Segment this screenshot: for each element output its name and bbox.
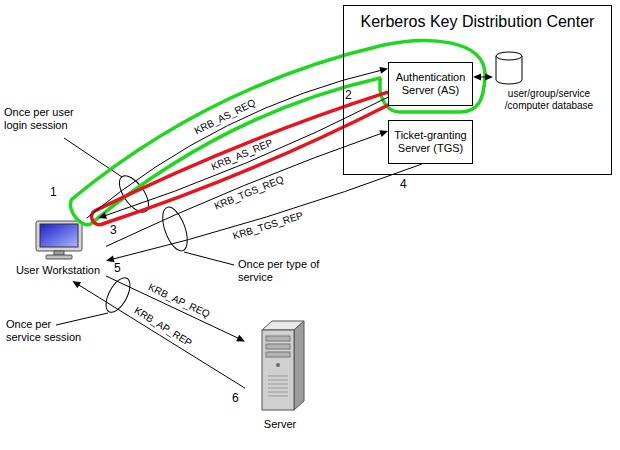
- step-number: 2: [345, 89, 352, 101]
- drive-bay: [266, 352, 290, 357]
- workstation-node: User Workstation: [10, 218, 106, 281]
- step-number: 3: [110, 224, 117, 236]
- arrow-label: KRB_TGS_REP: [232, 209, 305, 242]
- grille-line: [268, 384, 288, 385]
- monitor-frame: [36, 221, 82, 251]
- step-number: 6: [232, 392, 239, 404]
- node-title: Server: [247, 418, 313, 431]
- tower-side: [294, 321, 304, 410]
- highlight-loop: [92, 93, 393, 225]
- leader-line: [56, 313, 108, 325]
- grille-line: [268, 392, 288, 393]
- step-number: 4: [400, 178, 407, 190]
- arrow-label: KRB_AP_REQ: [147, 281, 212, 320]
- connector-line: [110, 164, 422, 260]
- frequency-note: Once per type of service: [238, 258, 330, 284]
- leader-line: [184, 252, 234, 265]
- arrow-head: [473, 74, 481, 81]
- arrow-head: [98, 212, 107, 219]
- drive-bay: [266, 336, 290, 341]
- auth-server-box: Authentication Server (AS): [388, 62, 473, 106]
- frequency-brackets: [56, 138, 234, 325]
- message-connector: [72, 281, 245, 388]
- message-connector: [98, 97, 388, 219]
- grille-line: [268, 396, 288, 397]
- arrow-head: [236, 335, 245, 342]
- tower-grille: [268, 376, 288, 396]
- arrow-head: [485, 74, 493, 81]
- step-number: 5: [114, 262, 121, 274]
- power-button: [276, 363, 280, 367]
- arrow-head: [106, 256, 115, 263]
- database-icon: [496, 52, 522, 84]
- grille-line: [268, 376, 288, 377]
- node-title: Authentication Server (AS): [391, 71, 470, 97]
- highlight-loop: [70, 41, 485, 225]
- message-connector: [106, 164, 422, 262]
- step-number: 1: [50, 186, 57, 198]
- node-title: Kerberos Key Distribution Center: [344, 12, 611, 31]
- frequency-note: Once per user login session: [4, 106, 84, 132]
- monitor-base: [46, 255, 72, 259]
- monitor-screen: [40, 224, 78, 247]
- grille-line: [268, 380, 288, 381]
- connector-line: [87, 69, 384, 218]
- arrow-head: [379, 67, 388, 74]
- frequency-note: Once per service session: [6, 318, 88, 344]
- monitor-neck: [54, 251, 64, 255]
- message-connector: [473, 74, 493, 81]
- cylinder-top: [496, 52, 522, 60]
- node-title: User Workstation: [14, 264, 102, 277]
- leader-line: [64, 138, 122, 177]
- connector-line: [102, 97, 388, 217]
- server-node: Server: [245, 318, 315, 435]
- arrow-label: KRB_AP_REP: [132, 305, 194, 350]
- node-title: Ticket-granting Server (TGS): [391, 129, 470, 155]
- arrow-head: [379, 130, 388, 137]
- grille-line: [268, 388, 288, 389]
- tower-front: [262, 330, 294, 410]
- arrow-head: [72, 281, 81, 288]
- database-node: user/group/service /computer database: [493, 50, 605, 112]
- server-icon: [262, 321, 304, 410]
- kdc-frame: Kerberos Key Distribution CenterAuthenti…: [343, 5, 612, 175]
- workstation-icon: [36, 221, 82, 259]
- ticket-server-box: Ticket-granting Server (TGS): [388, 120, 473, 164]
- drive-bay: [266, 344, 290, 349]
- message-connector: [106, 130, 388, 246]
- node-title: user/group/service /computer database: [493, 88, 605, 112]
- arrow-label: KRB_AS_REQ: [192, 97, 257, 137]
